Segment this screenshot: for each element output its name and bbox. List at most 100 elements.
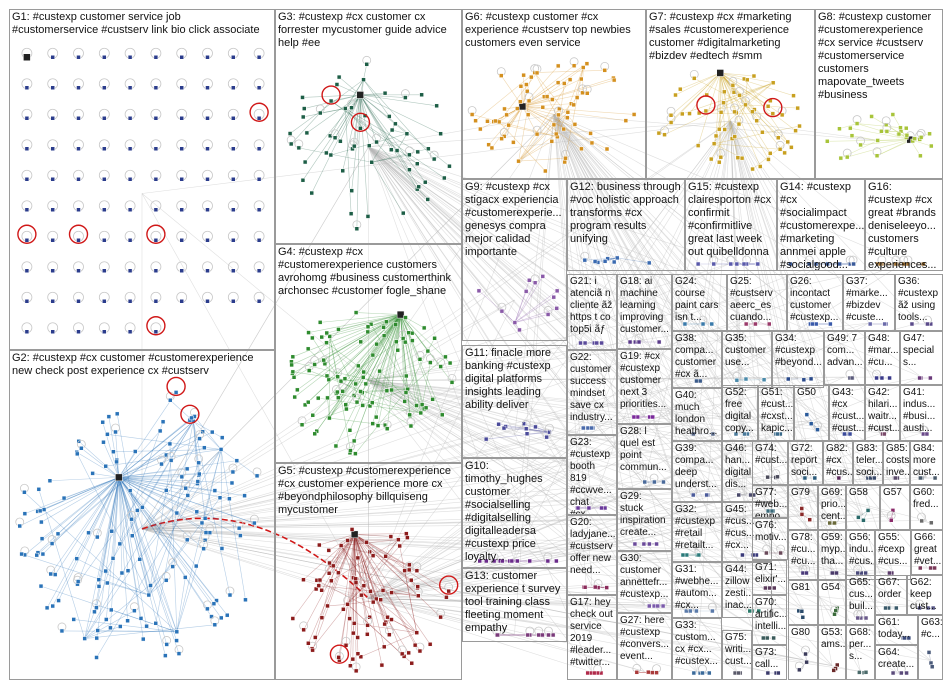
group-box-g84: G84: more cust... [910,441,943,485]
inter-group-edge [553,114,748,555]
inter-group-edge [141,299,515,530]
group-box-g14: G14: #custexp #cx #socialimpact #custome… [777,179,865,271]
group-nodes-g27 [632,663,661,675]
inter-group-edge [368,322,758,599]
inter-group-edge [141,509,771,530]
group-box-g64: G64: create... [875,645,918,680]
group-nodes-g53 [831,662,840,673]
inter-group-edge [368,380,698,673]
inter-group-edge [368,598,833,610]
group-nodes-g4 [289,310,457,456]
group-nodes-g56 [853,564,868,576]
group-nodes-g26 [808,321,833,327]
inter-group-edge [368,598,645,672]
inter-group-edge [553,114,770,673]
inter-group-edge [368,380,804,610]
group-box-g48: G48: #mar... #cu... [865,331,900,385]
group-nodes-g54 [830,605,840,617]
inter-group-edge [141,380,369,530]
group-nodes-g13 [492,626,556,638]
group-nodes-g18 [627,333,662,345]
inter-group-edge [368,598,698,611]
inter-group-edge [368,120,731,148]
inter-group-edge [368,476,897,599]
group-box-g5: G5: #custexp #customerexperience #cx cus… [275,463,462,680]
group-box-g67: G67: order [875,575,907,615]
inter-group-edge [368,146,922,378]
inter-group-edge [141,528,593,673]
inter-group-edge [553,114,883,378]
group-nodes-g15 [695,255,761,267]
inter-group-edge [553,114,645,417]
group-nodes-g42 [878,425,889,437]
group-nodes-g51 [773,431,783,437]
inter-group-edge [553,114,922,378]
inter-group-edge [514,114,555,635]
inter-group-edge [368,146,833,666]
group-box-g69: G69: prio... cent... [818,485,846,530]
inter-group-edge [368,146,698,673]
group-box-g71: G71: elixir'... [752,560,787,595]
group-nodes-g33 [691,664,712,676]
group-nodes-g66 [918,565,937,571]
inter-group-edge [730,120,905,264]
inter-group-edge [553,114,770,588]
group-box-g32: G32: #custexp #retail #retailt... [672,502,722,562]
inter-group-edge [368,476,839,599]
inter-group-edge [553,114,880,141]
group-box-g74: G74: #cust... [752,441,788,485]
inter-group-edge [141,262,732,530]
inter-group-edge [730,120,864,515]
group-nodes-g34 [785,376,814,383]
group-nodes-g60 [917,512,934,526]
inter-group-edge [696,120,731,673]
group-box-g9: G9: #custexp #cx stigacx experiencia #cu… [462,179,567,341]
group-nodes-g12 [580,251,652,266]
group-box-g76: G76: motiv... [752,518,788,560]
group-box-g60: G60: fred... [910,485,943,530]
group-box-g50: G50 [794,385,829,441]
inter-group-edge [141,528,861,573]
group-nodes-g1 [17,47,269,336]
group-box-g23: G23: #custexp booth 819 #ccwve... chat #… [567,435,617,515]
inter-group-edge [368,146,645,606]
group-nodes-g22 [581,425,596,431]
group-nodes-g73 [765,670,781,676]
group-box-g80: G80 [788,625,818,680]
inter-group-edge [368,432,883,599]
group-box-g66: G66: great #vet... [911,530,943,575]
inter-group-edge [141,528,861,672]
inter-group-edge [730,120,848,434]
group-nodes-g39 [688,486,710,498]
inter-group-edge [730,120,892,608]
inter-group-edge [368,415,645,599]
inter-group-edge [553,114,645,606]
group-box-g22: G22: customer success mindset save cx in… [567,350,617,435]
inter-group-edge [368,598,645,606]
inter-group-edge [730,120,870,324]
group-box-g11: G11: finacle more banking #custexp digit… [462,345,567,458]
group-nodes-g49 [845,369,855,381]
inter-group-edge [553,114,804,610]
group-box-g85: G85: costs inve... [883,441,910,485]
inter-group-edge [368,380,833,666]
inter-group-edge [368,598,804,610]
inter-group-edge [553,114,698,555]
group-nodes-g10 [477,552,559,564]
group-box-g39: G39: compa... deep underst... [672,441,722,502]
inter-group-edge [368,146,741,434]
inter-group-edge [368,299,515,599]
group-nodes-g7 [656,69,802,172]
inter-group-edge [368,146,748,611]
group-box-g18: G18: ai machine learning improving custo… [617,274,672,349]
inter-group-edge [368,146,833,610]
group-nodes-g76 [762,544,786,556]
inter-group-edge [368,598,748,611]
inter-group-edge [141,528,770,638]
inter-group-edge [553,114,748,495]
inter-group-edge [368,514,896,599]
group-nodes-g24 [680,315,715,327]
inter-group-edge [141,146,369,530]
